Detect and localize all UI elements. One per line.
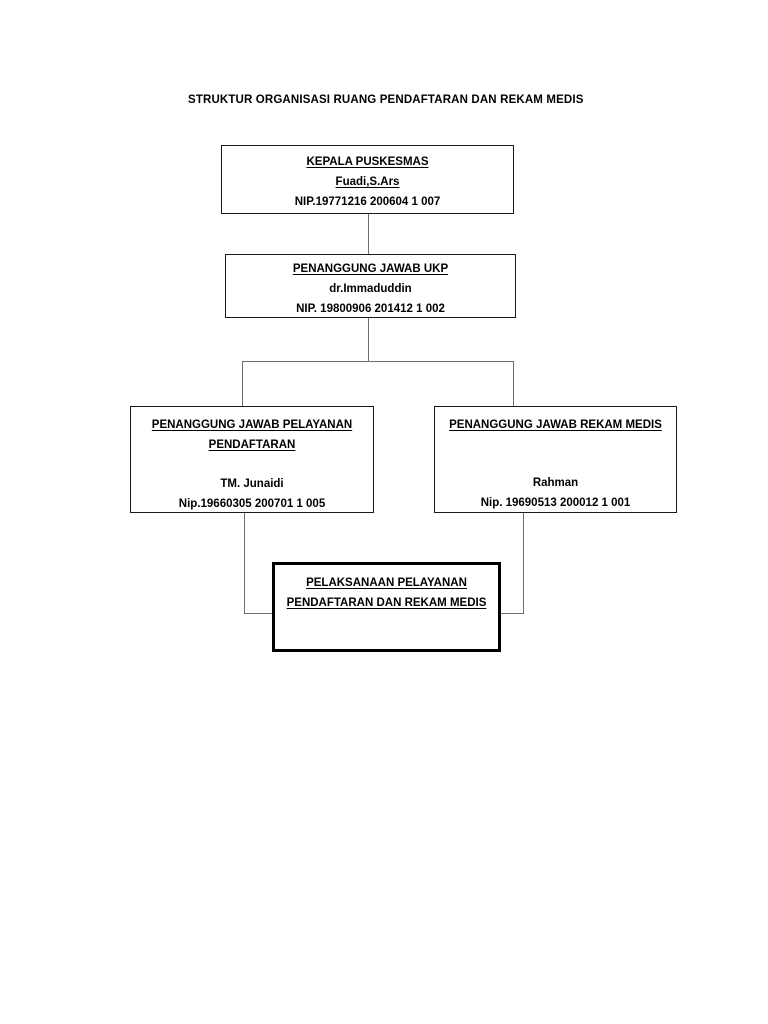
org-node-role-line1: PENANGGUNG JAWAB PELAYANAN bbox=[151, 419, 353, 431]
org-node-role-line2: PENDAFTARAN DAN REKAM MEDIS bbox=[286, 597, 487, 609]
org-node-role: PENANGGUNG JAWAB UKP bbox=[292, 263, 449, 275]
org-node-name: Rahman bbox=[532, 477, 579, 489]
connector-branch-bar bbox=[242, 361, 514, 363]
org-node-kepala-puskesmas: KEPALA PUSKESMAS Fuadi,S.Ars NIP.1977121… bbox=[221, 145, 514, 214]
org-node-name: Fuadi,S.Ars bbox=[335, 176, 400, 188]
org-node-penanggung-jawab-ukp: PENANGGUNG JAWAB UKP dr.Immaduddin NIP. … bbox=[225, 254, 516, 318]
connector-ukp-down bbox=[368, 317, 370, 362]
connector-branch-to-pelayanan bbox=[242, 361, 244, 407]
org-node-role-line2: PENDAFTARAN bbox=[208, 439, 296, 451]
connector-branch-to-rekam bbox=[513, 361, 515, 407]
connector-pelayanan-down bbox=[244, 513, 246, 614]
org-node-name: TM. Junaidi bbox=[220, 478, 284, 490]
org-node-role-line1: PELAKSANAAN PELAYANAN bbox=[306, 577, 467, 589]
org-node-nip: Nip. 19690513 200012 1 001 bbox=[480, 497, 631, 509]
org-node-role: PENANGGUNG JAWAB REKAM MEDIS bbox=[449, 419, 662, 431]
connector-pelayanan-to-pelaksanaan bbox=[244, 613, 276, 615]
connector-rekam-to-pelaksanaan bbox=[497, 613, 524, 615]
org-node-nip: NIP. 19800906 201412 1 002 bbox=[296, 303, 445, 315]
page-title: STRUKTUR ORGANISASI RUANG PENDAFTARAN DA… bbox=[188, 94, 584, 106]
org-node-nip: Nip.19660305 200701 1 005 bbox=[178, 498, 326, 510]
connector-rekam-down bbox=[523, 513, 525, 614]
org-node-role: KEPALA PUSKESMAS bbox=[306, 156, 429, 168]
org-node-nip: NIP.19771216 200604 1 007 bbox=[294, 196, 441, 208]
org-node-pelaksanaan-pelayanan: PELAKSANAAN PELAYANAN PENDAFTARAN DAN RE… bbox=[272, 562, 501, 652]
org-node-spacer bbox=[435, 454, 676, 473]
org-node-penanggung-jawab-pelayanan-pendaftaran: PENANGGUNG JAWAB PELAYANAN PENDAFTARAN T… bbox=[130, 406, 374, 513]
org-node-spacer bbox=[131, 455, 373, 474]
connector-kepala-to-ukp bbox=[368, 213, 370, 255]
org-node-name: dr.Immaduddin bbox=[329, 283, 412, 295]
org-node-penanggung-jawab-rekam-medis: PENANGGUNG JAWAB REKAM MEDIS Rahman Nip.… bbox=[434, 406, 677, 513]
org-node-spacer bbox=[435, 435, 676, 454]
